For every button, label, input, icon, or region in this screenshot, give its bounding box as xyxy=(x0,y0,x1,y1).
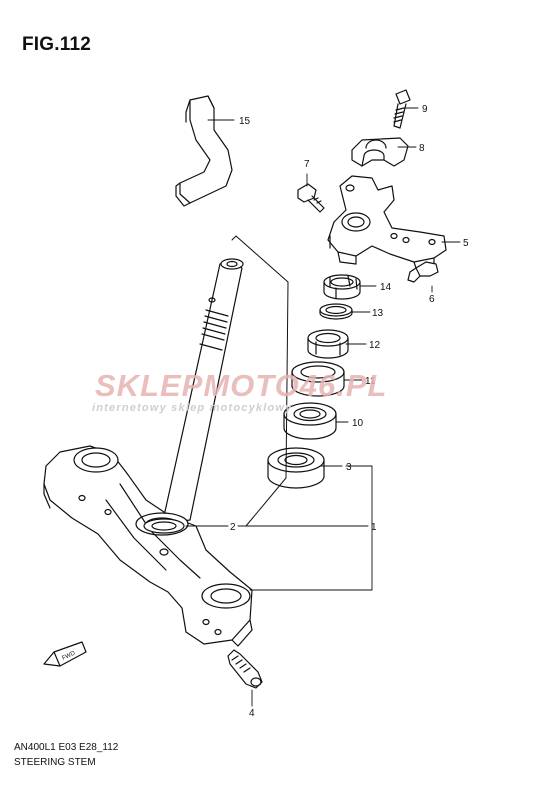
callout-14: 14 xyxy=(380,282,392,293)
part-10-bearing xyxy=(283,402,337,440)
callout-15: 15 xyxy=(239,116,251,127)
callout-7: 7 xyxy=(304,159,310,170)
callout-3: 3 xyxy=(346,462,352,473)
part-4-bolt xyxy=(227,649,263,689)
part-6-bolt xyxy=(407,261,439,283)
callout-9: 9 xyxy=(422,104,428,115)
part-13-washer xyxy=(319,303,353,320)
watermark-tagline: internetowy sklep motocyklowy xyxy=(92,402,293,414)
callout-13: 13 xyxy=(372,308,384,319)
callout-2: 2 xyxy=(230,522,236,533)
part-14-locknut xyxy=(323,274,361,300)
part-15-guide xyxy=(175,95,233,207)
part-9-bolt xyxy=(393,89,411,129)
callout-8: 8 xyxy=(419,143,425,154)
callout-labels: 15 9 8 7 5 6 14 13 12 11 10 3 2 1 4 FWD xyxy=(61,104,469,719)
part-1-lower-bracket xyxy=(43,445,253,647)
callout-10: 10 xyxy=(352,418,364,429)
callout-11: 11 xyxy=(365,376,376,387)
fwd-direction-arrow xyxy=(43,641,87,667)
assembly-outline xyxy=(231,235,289,527)
part-8-clamp xyxy=(351,137,409,167)
part-11-seal xyxy=(291,361,345,397)
callout-5: 5 xyxy=(463,238,469,249)
part-12-nut xyxy=(307,329,349,359)
watermark-brand: SKLEPMOTO46.PL xyxy=(95,368,388,403)
callout-6: 6 xyxy=(429,294,435,305)
figure-code: AN400L1 E03 E28_112 xyxy=(14,742,119,753)
fwd-label: FWD xyxy=(61,650,77,661)
leader-lines xyxy=(185,107,461,707)
callout-12: 12 xyxy=(369,340,381,351)
callout-1: 1 xyxy=(371,522,377,533)
part-3-bearing xyxy=(267,447,325,489)
figure-title: FIG.112 xyxy=(22,34,91,55)
part-5-upper-bracket xyxy=(327,175,447,269)
figure-name: STEERING STEM xyxy=(14,757,96,768)
part-2-seal xyxy=(143,518,185,534)
callout-4: 4 xyxy=(249,708,255,719)
part-7-bolt xyxy=(297,183,325,213)
